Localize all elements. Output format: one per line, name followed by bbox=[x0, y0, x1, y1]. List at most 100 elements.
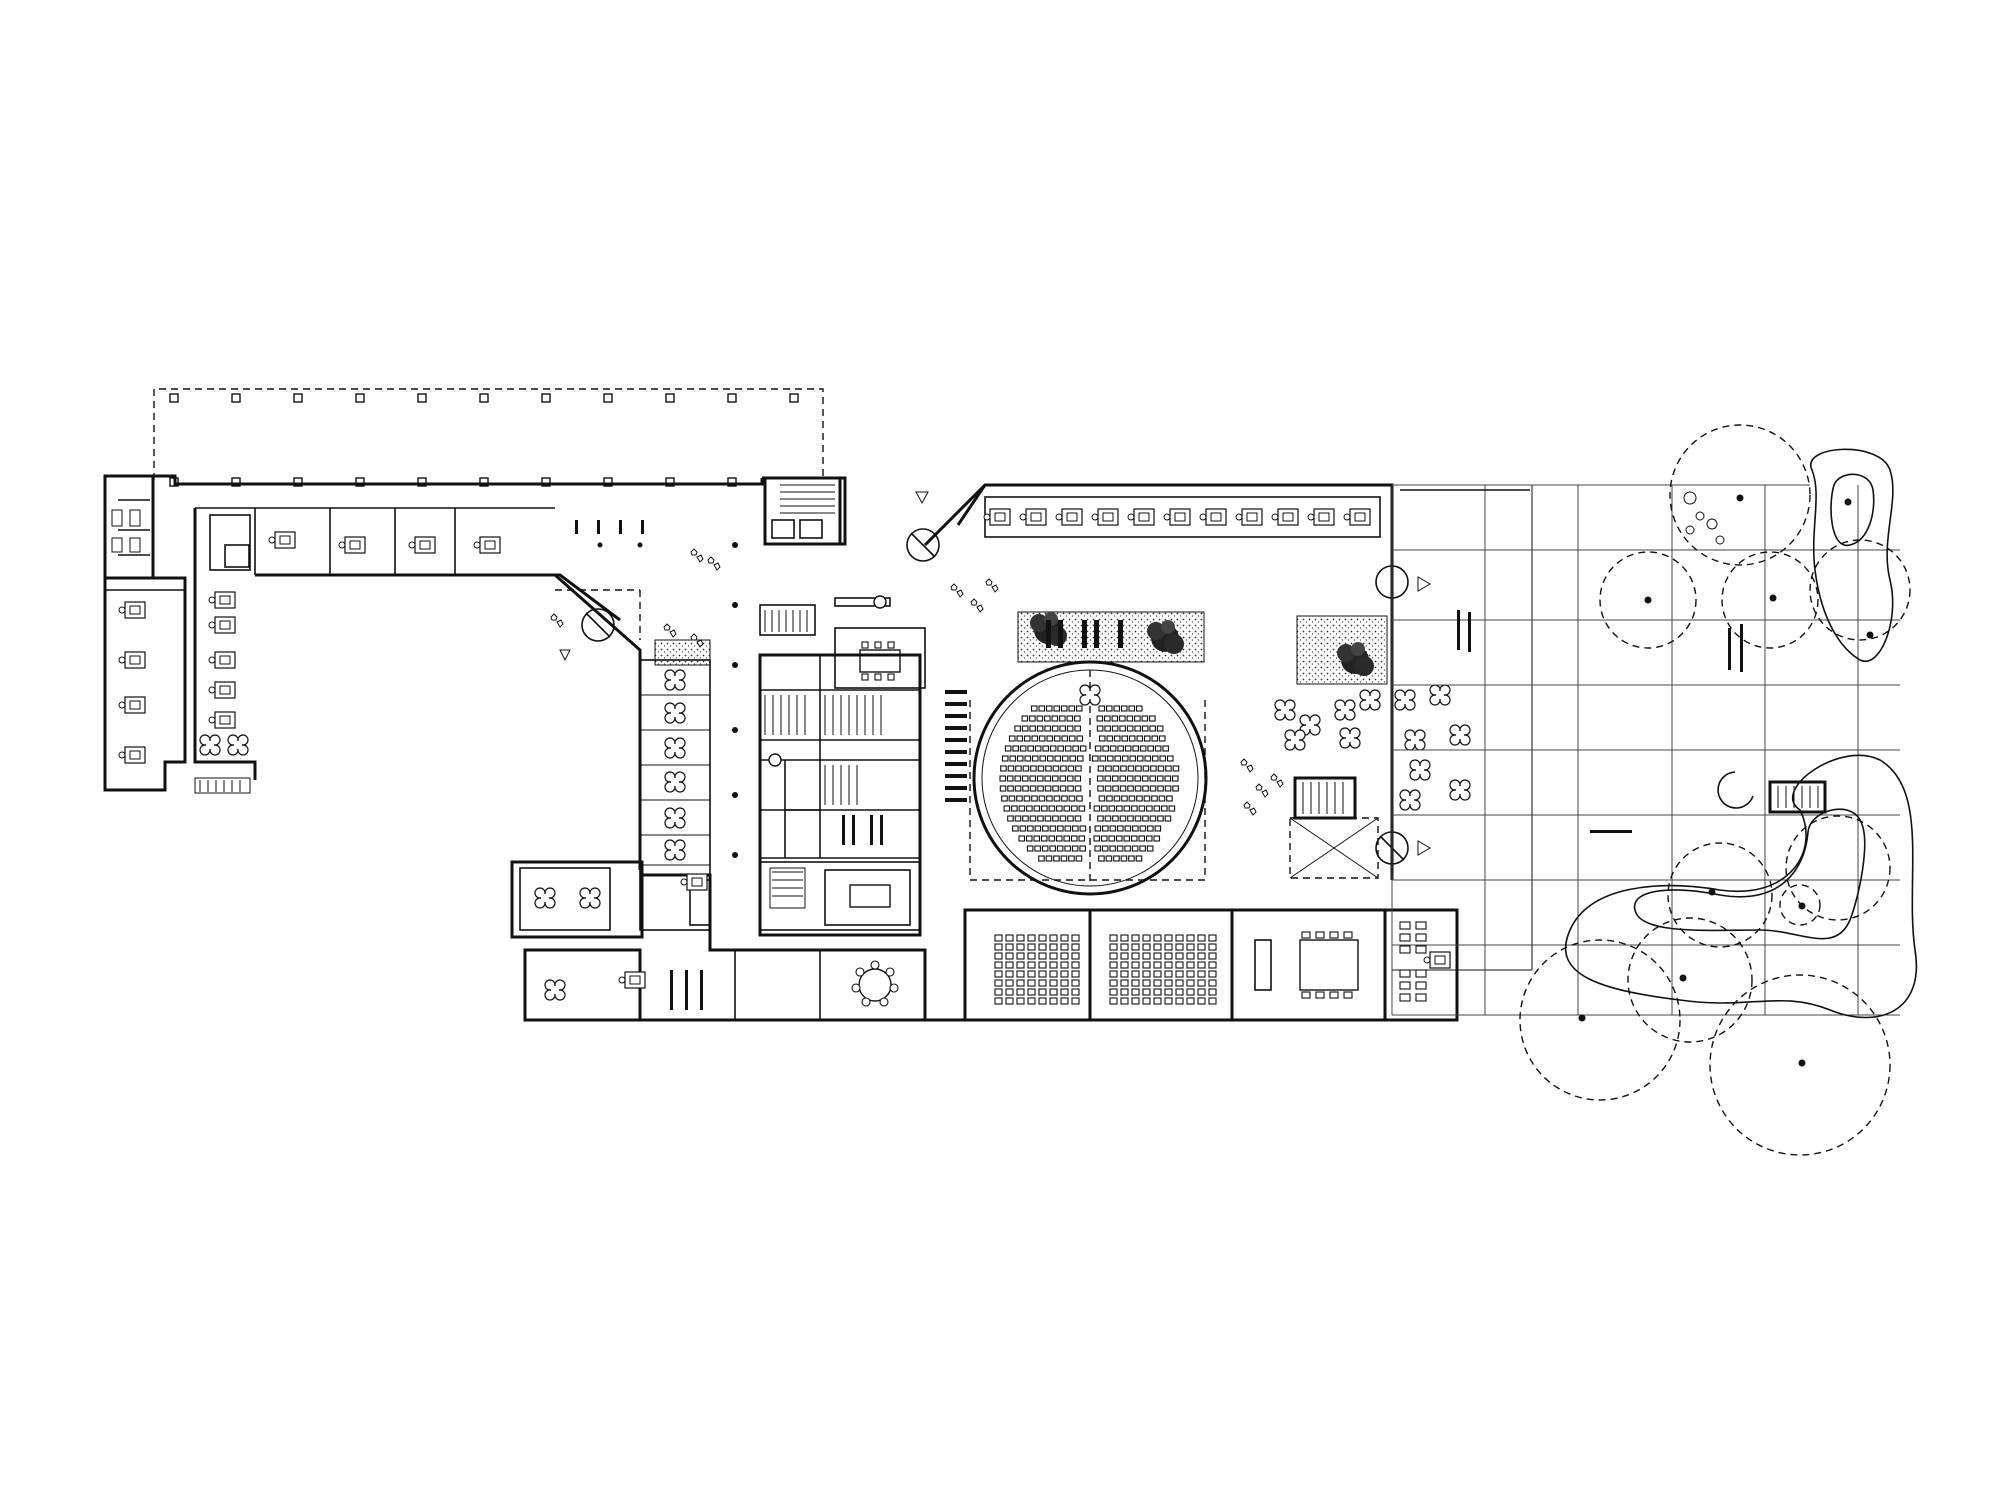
classroom-desk bbox=[1208, 943, 1217, 951]
auditorium-seat bbox=[1069, 755, 1077, 762]
auditorium-seat bbox=[1021, 775, 1029, 782]
classroom-desk bbox=[1164, 943, 1173, 951]
auditorium-seat bbox=[1117, 745, 1124, 752]
auditorium-seat bbox=[1166, 755, 1174, 762]
classroom-desk bbox=[994, 934, 1003, 942]
classrooms bbox=[963, 908, 1387, 1022]
auditorium-seat bbox=[1057, 825, 1064, 832]
classroom-desk bbox=[1186, 934, 1195, 942]
classroom-desk bbox=[1027, 997, 1036, 1005]
auditorium-seat bbox=[1008, 795, 1016, 802]
auditorium-seat bbox=[1012, 825, 1019, 832]
auditorium-seat bbox=[1023, 795, 1031, 802]
classroom-desk bbox=[1038, 988, 1047, 996]
classroom-desk bbox=[1164, 988, 1173, 996]
classroom-desk bbox=[1049, 943, 1058, 951]
classroom-desk bbox=[1120, 943, 1129, 951]
auditorium-seat bbox=[1008, 735, 1016, 742]
auditorium-seat bbox=[1044, 715, 1051, 722]
classroom-desk bbox=[1153, 997, 1162, 1005]
auditorium-seat bbox=[1042, 825, 1049, 832]
auditorium-seat bbox=[1139, 745, 1147, 752]
auditorium-seat bbox=[1143, 735, 1151, 742]
auditorium-seat bbox=[1029, 725, 1036, 732]
auditorium-seat bbox=[1093, 835, 1101, 842]
classroom-desk bbox=[1071, 997, 1080, 1005]
auditorium-seat bbox=[1164, 775, 1172, 782]
classroom-desk bbox=[1038, 934, 1047, 942]
classroom-desk bbox=[1049, 988, 1058, 996]
auditorium-seat bbox=[1153, 805, 1161, 812]
auditorium-seat bbox=[1142, 785, 1149, 792]
auditorium-seat bbox=[1120, 765, 1127, 772]
auditorium-seat bbox=[1004, 745, 1012, 752]
auditorium-seat bbox=[1104, 815, 1112, 822]
auditorium-seat bbox=[1016, 755, 1024, 762]
classroom-desk bbox=[1038, 997, 1047, 1005]
classroom-desk bbox=[1131, 934, 1140, 942]
auditorium-seat bbox=[1104, 785, 1112, 792]
auditorium-seat bbox=[1066, 725, 1074, 732]
auditorium-seat bbox=[1149, 715, 1156, 722]
auditorium-seat bbox=[1060, 705, 1068, 712]
auditorium-seat bbox=[1132, 745, 1139, 752]
auditorium-seat bbox=[1156, 725, 1164, 732]
auditorium-seat bbox=[1106, 735, 1114, 742]
auditorium-seat bbox=[1045, 705, 1053, 712]
lower-pavilion bbox=[510, 860, 644, 939]
auditorium-seat bbox=[1146, 805, 1153, 812]
auditorium-seat bbox=[1132, 825, 1139, 832]
auditorium-seat bbox=[1037, 765, 1045, 772]
auditorium-seat bbox=[1078, 835, 1086, 842]
auditorium-seat bbox=[1053, 705, 1061, 712]
classroom-desk bbox=[1060, 943, 1069, 951]
landscape-pond bbox=[1564, 754, 1918, 1019]
classroom-desk bbox=[1071, 970, 1080, 978]
auditorium-seat bbox=[1138, 835, 1146, 842]
classroom-desk bbox=[1131, 988, 1140, 996]
classroom-desk bbox=[1186, 997, 1195, 1005]
auditorium-seat bbox=[1130, 835, 1138, 842]
auditorium-seat bbox=[1026, 845, 1034, 852]
classroom-desk bbox=[1131, 979, 1140, 987]
auditorium-seat bbox=[1128, 855, 1135, 862]
classroom-desk bbox=[994, 970, 1003, 978]
auditorium-seat bbox=[1145, 835, 1153, 842]
classroom-desk bbox=[1060, 979, 1069, 987]
classroom-desk bbox=[1049, 997, 1058, 1005]
classroom-desk bbox=[1049, 934, 1058, 942]
classroom-desk bbox=[1071, 961, 1080, 969]
classroom-desk bbox=[1109, 952, 1118, 960]
classroom-desk bbox=[1197, 997, 1206, 1005]
auditorium-seat bbox=[1021, 715, 1029, 722]
classroom-desk bbox=[1005, 979, 1014, 987]
classroom-desk bbox=[994, 961, 1003, 969]
auditorium-seat bbox=[1036, 715, 1044, 722]
auditorium-seat bbox=[1112, 785, 1119, 792]
auditorium-seat bbox=[1117, 825, 1124, 832]
classroom-desk bbox=[1197, 952, 1206, 960]
classroom-desk bbox=[1186, 952, 1195, 960]
auditorium-seat bbox=[1074, 725, 1081, 732]
auditorium-seat bbox=[1135, 855, 1143, 862]
auditorium-seat bbox=[1030, 765, 1037, 772]
auditorium-seat bbox=[1111, 775, 1119, 782]
classroom-desk bbox=[1071, 952, 1080, 960]
auditorium-seat bbox=[1127, 765, 1135, 772]
classroom-desk bbox=[1027, 934, 1036, 942]
classroom-desk bbox=[1038, 970, 1047, 978]
auditorium-seat bbox=[1162, 745, 1169, 752]
auditorium-seat bbox=[1124, 825, 1132, 832]
classroom-desk bbox=[1175, 934, 1184, 942]
auditorium-seat bbox=[1096, 715, 1104, 722]
classroom-desk bbox=[1120, 988, 1129, 996]
auditorium-seat bbox=[1067, 815, 1074, 822]
auditorium-seat bbox=[1109, 845, 1116, 852]
lounge-seating bbox=[1274, 684, 1471, 811]
auditorium-seat bbox=[1079, 845, 1086, 852]
auditorium-seat bbox=[1067, 785, 1074, 792]
auditorium-seat bbox=[1051, 715, 1059, 722]
auditorium-seat bbox=[1114, 755, 1122, 762]
auditorium-seat bbox=[1153, 835, 1161, 842]
